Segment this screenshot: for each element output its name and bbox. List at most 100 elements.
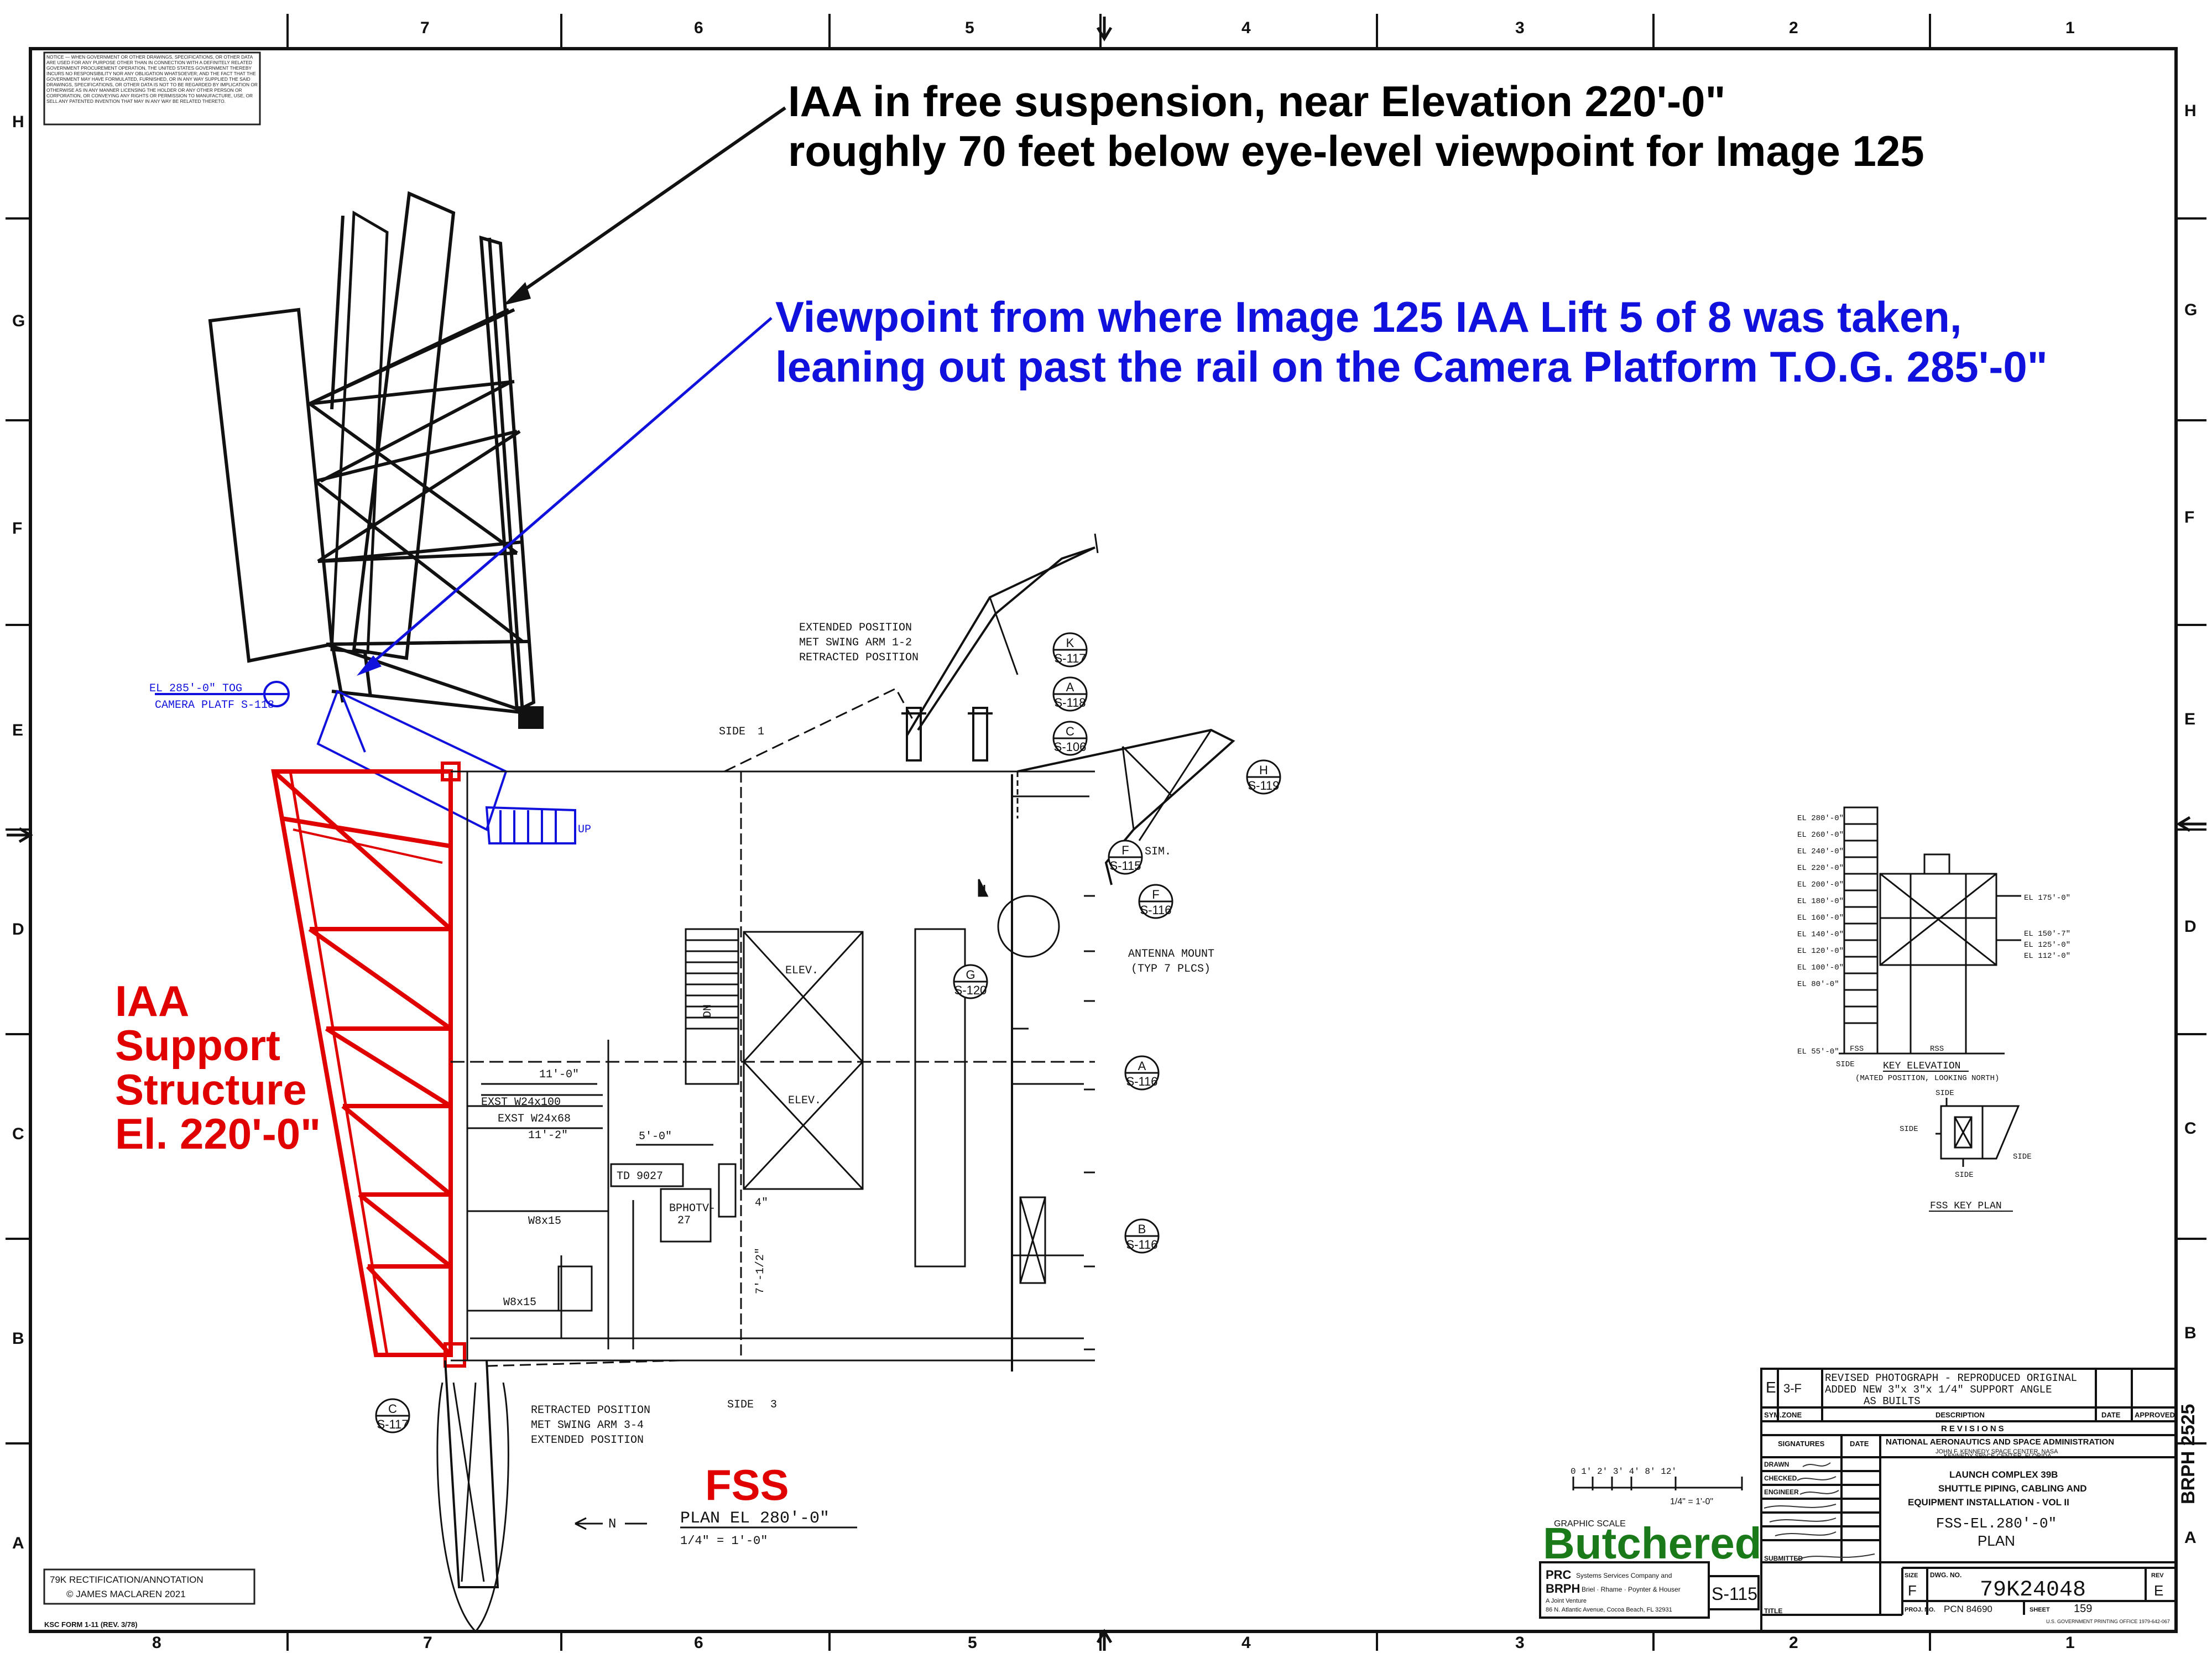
plan-scale: 1/4" = 1'-0" bbox=[680, 1534, 768, 1548]
extended-top-3: RETRACTED POSITION bbox=[799, 651, 919, 664]
left-zone-e: E bbox=[12, 721, 23, 739]
key-elevation-diagram bbox=[1839, 806, 2021, 1055]
dn-label: DN bbox=[702, 1004, 714, 1018]
top-zone-4: 4 bbox=[1241, 19, 1251, 37]
fss-key-plan bbox=[1936, 1098, 2020, 1167]
iaa-free-suspension-structure bbox=[208, 191, 544, 729]
proj-number: PCN 84690 bbox=[1944, 1604, 1992, 1614]
right-zone-f: F bbox=[2184, 508, 2194, 526]
callout-6-bottom: S-116 bbox=[1140, 903, 1171, 917]
copyright-box bbox=[43, 1568, 255, 1605]
top-zone-7: 7 bbox=[420, 19, 430, 37]
copyright-2: © JAMES MACLAREN 2021 bbox=[66, 1589, 186, 1599]
callouts bbox=[375, 632, 1281, 1433]
size-label: SIZE bbox=[1905, 1572, 1918, 1579]
hdr-desc: DESCRIPTION bbox=[1936, 1411, 1985, 1419]
rev-zone: 3-F bbox=[1783, 1381, 1802, 1395]
key-level-9: EL 120'-0" bbox=[1797, 947, 1844, 956]
key-level-6: EL 180'-0" bbox=[1797, 897, 1844, 906]
graphic-scale bbox=[1572, 1477, 1743, 1490]
agency-2: JOHN F. KENNEDY SPACE CENTER, NASA bbox=[1936, 1448, 2058, 1455]
bottom-zone-2: 2 bbox=[1789, 1634, 1798, 1652]
left-zone-g: G bbox=[12, 312, 25, 330]
date-label: DATE bbox=[1850, 1440, 1869, 1448]
title-label: TITLE bbox=[1764, 1607, 1782, 1615]
camera-platform-label-2: CAMERA PLATF S-118 bbox=[155, 699, 274, 712]
antenna-label-1: ANTENNA MOUNT bbox=[1128, 948, 1214, 961]
signatures-label: SIGNATURES bbox=[1778, 1440, 1825, 1448]
key-plan-side-top: SIDE bbox=[1936, 1089, 1954, 1098]
retracted-bot-1: RETRACTED POSITION bbox=[531, 1404, 650, 1417]
bottom-zone-3: 3 bbox=[1515, 1634, 1525, 1652]
right-center-arrow-icon bbox=[2176, 816, 2206, 832]
callout-6-top: F bbox=[1152, 888, 1159, 901]
support-annotation-line-1: IAA bbox=[115, 977, 190, 1025]
callout-7-bottom: S-120 bbox=[954, 983, 987, 997]
left-center-arrow-icon bbox=[7, 827, 33, 843]
iaa-annotation: IAA in free suspension, near Elevation 2… bbox=[788, 76, 1924, 176]
right-zone-e: E bbox=[2184, 710, 2195, 728]
north-label: N bbox=[608, 1517, 616, 1532]
brph-desc-2: A Joint Venture bbox=[1546, 1598, 1587, 1604]
retracted-bot-2: MET SWING ARM 3-4 bbox=[531, 1419, 644, 1432]
camera-platform bbox=[155, 681, 576, 844]
project-3: EQUIPMENT INSTALLATION - VOL II bbox=[1908, 1497, 2069, 1508]
callout-8-top: A bbox=[1138, 1059, 1146, 1073]
fss-annotation: FSS bbox=[705, 1461, 789, 1509]
key-level-3: EL 240'-0" bbox=[1797, 847, 1844, 856]
bottom-zone-8: 8 bbox=[152, 1634, 161, 1652]
iaa-annotation-line-2: roughly 70 feet below eye-level viewpoin… bbox=[788, 127, 1924, 175]
agency-3: KENNEDY SPACE CENTER, FLORIDA bbox=[1944, 1453, 2052, 1459]
key-fss-label: FSS bbox=[1850, 1045, 1864, 1054]
hdr-date: DATE bbox=[2101, 1411, 2121, 1419]
right-zone-c: C bbox=[2184, 1119, 2197, 1138]
callout-1-top: K bbox=[1066, 636, 1074, 650]
extended-top-1: EXTENDED POSITION bbox=[799, 622, 912, 634]
prc-name: PRC bbox=[1546, 1568, 1572, 1582]
key-level-10: EL 100'-0" bbox=[1797, 963, 1844, 972]
key-elevation-subtitle: (MATED POSITION, LOOKING NORTH) bbox=[1855, 1074, 1999, 1083]
side-3-number: 3 bbox=[770, 1399, 777, 1411]
bottom-zone-1: 1 bbox=[2065, 1634, 2075, 1652]
callout-4-top: H bbox=[1259, 763, 1268, 777]
top-zone-2: 2 bbox=[1789, 19, 1798, 37]
left-zone-d: D bbox=[12, 920, 24, 938]
notice-text: NOTICE — WHEN GOVERNMENT OR OTHER DRAWIN… bbox=[46, 54, 258, 104]
sheet-number: 159 bbox=[2074, 1603, 2092, 1615]
callout-10-top: C bbox=[388, 1402, 397, 1416]
north-arrow-icon bbox=[575, 1517, 647, 1530]
support-annotation-line-3: Structure bbox=[115, 1065, 307, 1114]
rev-desc-2: ADDED NEW 3"x 3"x 1/4" SUPPORT ANGLE bbox=[1825, 1384, 2052, 1396]
dwg-number: 79K24048 bbox=[1980, 1578, 2086, 1603]
right-zone-a: A bbox=[2184, 1529, 2197, 1547]
key-side-label: SIDE bbox=[1836, 1060, 1855, 1069]
key-level-2: EL 260'-0" bbox=[1797, 831, 1844, 839]
right-zone-ticks bbox=[2176, 217, 2206, 1445]
rev-value: E bbox=[2154, 1582, 2163, 1599]
callout-8-bottom: S-116 bbox=[1126, 1075, 1157, 1088]
fss-plan-drawing bbox=[436, 533, 1235, 1633]
callout-9-bottom: S-116 bbox=[1126, 1238, 1157, 1252]
plan-title: PLAN EL 280'-0" bbox=[680, 1509, 830, 1528]
rev-desc-3: AS BUILTS bbox=[1864, 1395, 1921, 1407]
dim-7: 7'-1/2" bbox=[754, 1248, 767, 1294]
sheet-title-2: PLAN bbox=[1978, 1532, 2015, 1549]
top-zone-ticks bbox=[286, 14, 1931, 49]
key-level-7: EL 160'-0" bbox=[1797, 914, 1844, 922]
up-label: UP bbox=[578, 823, 591, 836]
graphic-scale-ticks: 0 1' 2' 3' 4' 8' 12' bbox=[1571, 1467, 1677, 1477]
sim-label: SIM. bbox=[1145, 846, 1171, 858]
ksc-form: KSC FORM 1-11 (REV. 3/78) bbox=[44, 1620, 138, 1629]
viewpoint-pointer-line bbox=[364, 317, 773, 670]
callout-10-bottom: S-117 bbox=[377, 1417, 408, 1431]
elev-2-label: ELEV. bbox=[788, 1094, 821, 1107]
prc-desc: Systems Services Company and bbox=[1576, 1572, 1672, 1579]
callout-9-top: B bbox=[1138, 1222, 1146, 1236]
hdr-approved: APPROVED bbox=[2135, 1411, 2175, 1419]
iaa-support-structure bbox=[271, 762, 466, 1368]
left-zone-a: A bbox=[12, 1534, 24, 1552]
key-rss-label: RSS bbox=[1930, 1045, 1944, 1054]
bphotv: BPHOTV- bbox=[669, 1202, 716, 1215]
hdr-sym: SYM. bbox=[1764, 1411, 1782, 1419]
